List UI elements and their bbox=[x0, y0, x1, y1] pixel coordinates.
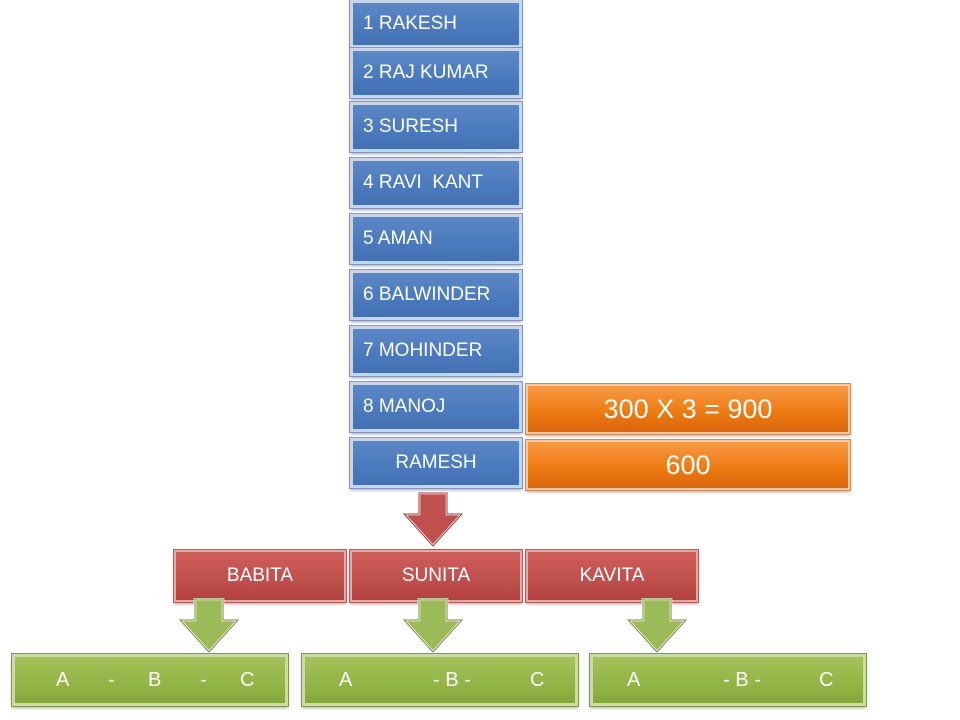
group-part: - bbox=[200, 668, 207, 691]
name-box-3: 3 SURESH bbox=[349, 101, 523, 153]
name-box-1: 1 RAKESH bbox=[349, 0, 523, 49]
calc-box-2: 600 bbox=[525, 439, 851, 491]
name-label: 3 SURESH bbox=[363, 116, 459, 137]
group-part: - B - bbox=[723, 668, 761, 691]
calc-box-1: 300 X 3 = 900 bbox=[525, 383, 851, 435]
group-part: C bbox=[240, 668, 255, 691]
down-arrow-icon bbox=[626, 598, 688, 654]
daughter-label: BABITA bbox=[226, 565, 294, 586]
name-label: 4 RAVI KANT bbox=[363, 172, 484, 193]
name-label: 8 MANOJ bbox=[363, 396, 446, 417]
daughter-label: KAVITA bbox=[579, 565, 645, 586]
daughter-box-kavita: KAVITA bbox=[525, 549, 699, 603]
name-box-4: 4 RAVI KANT bbox=[349, 157, 523, 209]
group-part: A bbox=[627, 668, 641, 691]
group-part: B bbox=[148, 668, 162, 691]
name-label: 7 MOHINDER bbox=[363, 340, 483, 361]
ramesh-label: RAMESH bbox=[395, 452, 477, 473]
group-part: - B - bbox=[433, 668, 471, 691]
name-box-2: 2 RAJ KUMAR bbox=[349, 47, 523, 99]
name-label: 2 RAJ KUMAR bbox=[363, 62, 489, 83]
ramesh-box: RAMESH bbox=[349, 437, 523, 489]
name-box-8: 8 MANOJ bbox=[349, 381, 523, 433]
group-box-1: A - B - C bbox=[11, 653, 289, 707]
group-box-3: A - B - C bbox=[589, 653, 867, 707]
calc-label-2: 600 bbox=[665, 449, 711, 480]
daughter-box-babita: BABITA bbox=[173, 549, 347, 603]
down-arrow-icon bbox=[402, 598, 464, 654]
name-box-6: 6 BALWINDER bbox=[349, 269, 523, 321]
daughter-label: SUNITA bbox=[401, 565, 471, 586]
name-label: 1 RAKESH bbox=[363, 13, 457, 34]
name-label: 6 BALWINDER bbox=[363, 284, 491, 305]
group-part: C bbox=[530, 668, 545, 691]
name-box-7: 7 MOHINDER bbox=[349, 325, 523, 377]
group-part: - bbox=[108, 668, 115, 691]
group-part: A bbox=[339, 668, 353, 691]
down-arrow-icon bbox=[402, 492, 464, 548]
daughter-box-sunita: SUNITA bbox=[349, 549, 523, 603]
group-part: A bbox=[56, 668, 70, 691]
name-label: 5 AMAN bbox=[363, 228, 433, 249]
down-arrow-icon bbox=[178, 598, 240, 654]
group-box-2: A - B - C bbox=[301, 653, 579, 707]
calc-label-1: 300 X 3 = 900 bbox=[603, 393, 773, 424]
name-box-5: 5 AMAN bbox=[349, 213, 523, 265]
group-part: C bbox=[819, 668, 834, 691]
